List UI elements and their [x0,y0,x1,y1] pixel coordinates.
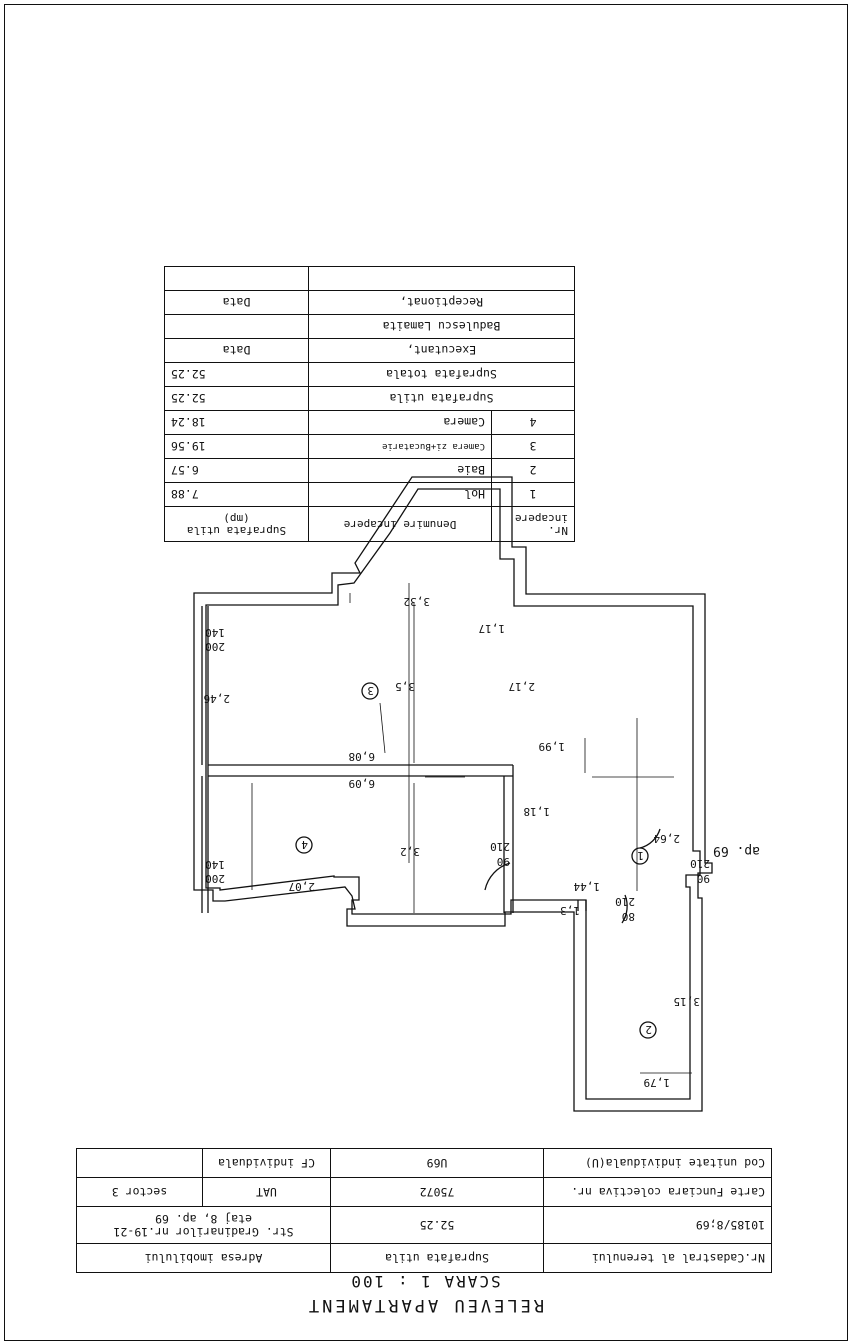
room-name: Baie [308,458,492,483]
table-row [164,266,575,291]
header-nr: Nr. incapere [491,506,575,542]
table-row: Suprafata totala 52.25 [164,362,575,387]
window-room3-w: 200 [205,640,225,653]
executant-name: Badulescu Lamaita [308,314,575,339]
empty-cell [164,266,309,291]
dim-room3-top: 3,32 [404,595,431,608]
room-3-label: 3 [367,684,374,697]
table-row: Executant, Data [164,338,575,363]
rooms-area-table: Nr. incapere Denumire incapere Suprafata… [164,266,575,542]
door-entry-h: 210 [690,857,710,870]
room-1-circle [631,847,649,865]
door-room4-w: 90 [497,855,510,868]
room-2-label: 2 [645,1023,652,1036]
empty-cell [308,266,575,291]
inner-wall [205,488,701,1100]
room-name: Camera [308,410,492,435]
table-row: Badulescu Lamaita [164,314,575,339]
window-room4-h: 140 [205,858,225,871]
table-row: Suprafata utila 52.25 [164,386,575,411]
door-swing-bath [621,894,628,924]
door-bath-w: 80 [622,910,635,923]
dim-bath-length: 3,15 [674,995,701,1008]
room-nr: 4 [491,410,575,435]
room-nr: 3 [491,434,575,459]
dim-room4-width: 6,09 [349,777,376,790]
outer-wall [193,476,713,1112]
room-4-label: 4 [301,838,308,851]
total-surface-value: 52.25 [164,362,309,387]
receptionat-date-label: Data [164,290,309,315]
window-room4 [201,776,209,913]
table-row: 2 Baie 6.57 [164,458,575,483]
header-area: Suprafata utila (mp) [164,506,309,542]
table-row: 3 Camera zi+Bucatarie 19.56 [164,434,575,459]
room-1-label: 1 [637,849,644,862]
executant-date-label: Data [164,338,309,363]
table-row: 4 Camera 18.24 [164,410,575,435]
table-row: Nr. incapere Denumire incapere Suprafata… [164,506,575,542]
room-name: Hol [308,482,492,507]
dim-room4-short: 2,07 [289,880,316,893]
table-row: 1 Hol 7.88 [164,482,575,507]
window-room4-w: 200 [205,872,225,885]
partition-room4-hall [503,776,514,913]
dim-niche: 1,18 [524,805,551,818]
dim-room3-width: 6,08 [349,750,376,763]
window-room3 [201,606,209,765]
empty-cell [164,314,309,339]
header-name: Denumire incapere [308,506,492,542]
table-row: Receptionat, Data [164,290,575,315]
partition-room4-room3 [207,764,514,777]
room-area: 6.57 [164,458,309,483]
door-room4-h: 210 [490,840,510,853]
door-swing-entry [639,828,661,849]
room-area: 19.56 [164,434,309,459]
total-useful-label: Suprafata utila [308,386,575,411]
dim-bath-width: 1,79 [644,1076,671,1089]
door-bath-h: 210 [615,895,635,908]
door-entry-w: 90 [697,872,710,885]
room-nr: 2 [491,458,575,483]
dim-diagonal: 2,17 [509,680,536,693]
room-3-circle [361,682,379,700]
room-nr: 1 [491,482,575,507]
partition-bath [577,900,587,911]
dim-room4-depth: 3,2 [400,845,420,858]
receptionat-label: Receptionat, [308,290,575,315]
executant-label: Executant, [308,338,575,363]
dim-room3-side: 2,46 [204,692,231,705]
room-2-circle [639,1021,657,1039]
window-room3-h: 140 [205,626,225,639]
dim-wall-segment: 1,99 [539,740,566,753]
dim-diagonal-short: 1,17 [479,622,506,635]
dimension-lines [251,583,692,1074]
dim-hall-width: 2,64 [653,832,680,845]
room-name: Camera zi+Bucatarie [308,434,492,459]
total-useful-value: 52.25 [164,386,309,411]
room-4-circle [295,836,313,854]
dim-hall-short: 1,44 [573,880,600,893]
room-area: 18.24 [164,410,309,435]
total-surface-label: Suprafata totala [308,362,575,387]
apartment-label: ap. 69 [713,843,760,858]
room-area: 7.88 [164,482,309,507]
door-swing-room4 [484,862,511,891]
dim-room3-depth: 3,5 [395,680,415,693]
dim-door-wall: 1,3 [560,904,580,917]
